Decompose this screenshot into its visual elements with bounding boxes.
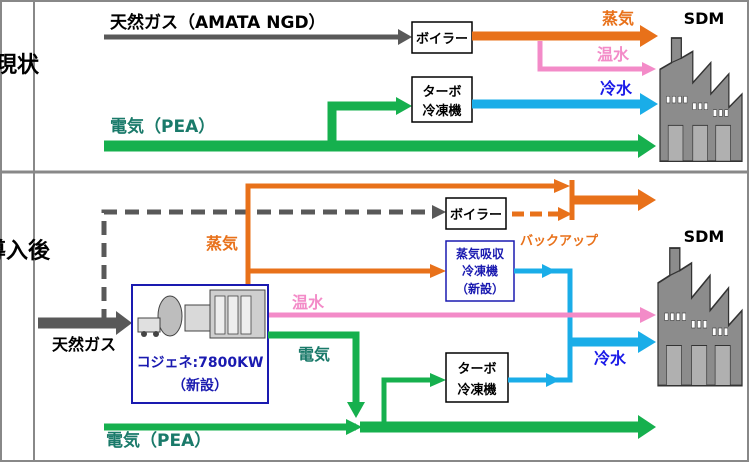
after-steam-top-arrowhead bbox=[554, 179, 570, 193]
section-label-current-1: 現状 bbox=[0, 53, 40, 78]
after-absorption-label-2: 冷凍機 bbox=[462, 263, 498, 278]
after-absorption-box bbox=[445, 240, 515, 302]
after-steam-absorption-arrowhead bbox=[430, 264, 446, 278]
after-chilled-water-arrowhead bbox=[638, 331, 656, 353]
after-boiler-label: ボイラー bbox=[450, 207, 502, 223]
after-gas-arrowhead bbox=[116, 311, 132, 335]
current-turbo-label-1: ターボ bbox=[422, 84, 461, 100]
current-hot-water-line bbox=[537, 41, 644, 72]
after-power-label: 電気（PEA） bbox=[106, 430, 211, 451]
current-hot-water-arrowhead bbox=[642, 62, 656, 76]
after-steam-label: 蒸気 bbox=[206, 234, 238, 253]
after-cogen-label-2: （新設） bbox=[172, 377, 228, 394]
after-absorption-chilled-line bbox=[514, 268, 573, 354]
after-absorption-chilled-arrowhead bbox=[542, 264, 556, 278]
current-boiler-label: ボイラー bbox=[416, 31, 468, 47]
current-power-arrowhead bbox=[638, 134, 656, 158]
current-factory-label: SDM bbox=[684, 9, 725, 28]
current-power-label: 電気（PEA） bbox=[110, 116, 215, 137]
after-absorption-label-1: 蒸気吸収 bbox=[456, 246, 505, 261]
current-gas-label: 天然ガス（AMATA NGD） bbox=[110, 12, 326, 33]
after-grid-power-arrowhead bbox=[346, 419, 362, 435]
after-turbo-power-arrowhead bbox=[430, 373, 446, 387]
after-gas-label: 天然ガス bbox=[52, 335, 116, 354]
after-factory-label: SDM bbox=[684, 227, 725, 246]
current-gas-arrowhead bbox=[398, 29, 412, 45]
after-hot-water-label: 温水 bbox=[291, 293, 325, 312]
after-turbo-chilled-line bbox=[508, 342, 573, 383]
section-after-text: 導入後 bbox=[0, 238, 51, 264]
after-gas-dashed-arrowhead bbox=[432, 205, 446, 219]
after-turbo-label-2: 冷凍機 bbox=[457, 382, 496, 398]
after-steam-out-arrowhead bbox=[638, 189, 656, 211]
current-chilled-water-arrowhead bbox=[640, 93, 658, 115]
after-backup-arrowhead bbox=[558, 207, 572, 221]
current-steam-label: 蒸気 bbox=[602, 9, 634, 28]
after-turbo-power-branch bbox=[381, 377, 432, 427]
after-absorption-label-3: （新設） bbox=[456, 281, 504, 296]
section-label-after: 導入後 bbox=[0, 238, 51, 264]
section-current-text: 現状 bbox=[0, 53, 40, 78]
after-gas-dashed-line bbox=[101, 209, 432, 323]
current-factory-icon bbox=[659, 37, 743, 163]
current-turbo-label-2: 冷凍機 bbox=[422, 103, 461, 119]
after-boiler-box bbox=[445, 197, 507, 230]
after-turbo-chilled-arrowhead bbox=[546, 373, 560, 387]
current-turbo-box bbox=[411, 76, 473, 123]
after-combined-power-arrowhead bbox=[638, 415, 656, 439]
current-hot-water-label: 温水 bbox=[596, 45, 630, 64]
after-backup-label: バックアップ bbox=[520, 234, 599, 249]
after-cogen-label-1: コジェネ:7800KW bbox=[137, 355, 264, 371]
cogen-equipment-icon bbox=[137, 289, 266, 339]
current-chilled-water-label: 冷水 bbox=[600, 79, 633, 98]
after-cogen-power-line bbox=[268, 331, 360, 412]
current-boiler-box bbox=[411, 21, 473, 54]
after-chilled-water-label: 冷水 bbox=[594, 349, 627, 368]
after-cogen-power-arrowhead bbox=[347, 402, 365, 418]
after-turbo-label-1: ターボ bbox=[457, 361, 496, 377]
after-steam-top-line bbox=[245, 183, 556, 290]
current-power-branch bbox=[327, 101, 398, 146]
after-factory-icon bbox=[657, 247, 743, 387]
current-power-branch-arrowhead bbox=[396, 97, 412, 115]
current-steam-arrowhead bbox=[640, 25, 658, 47]
after-electricity-label: 電気 bbox=[298, 345, 330, 364]
after-hot-water-arrowhead bbox=[640, 307, 656, 323]
